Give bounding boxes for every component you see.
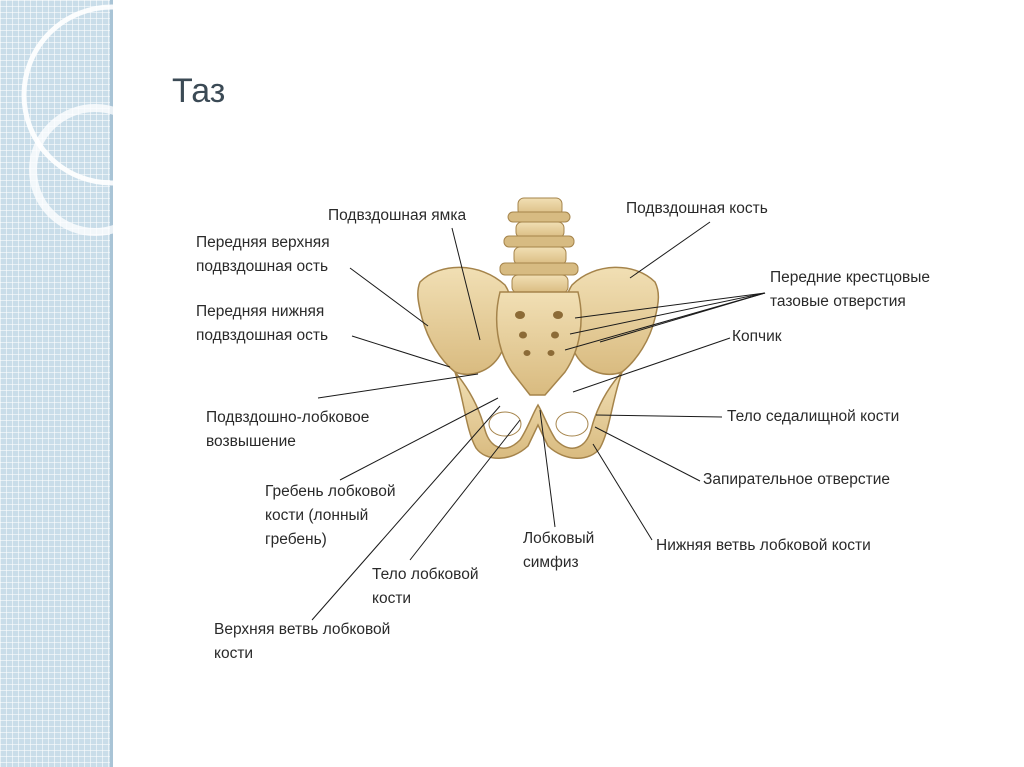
label-pubic-crest-line1: Гребень лобковой [265,483,396,500]
label-asis-line2: подвздошная ость [196,258,329,275]
decorative-ring-large [21,4,203,186]
leader-iliac-fossa [451,227,481,341]
label-pubis-body-line1: Тело лобковой [372,566,479,583]
pubic-arch [454,371,623,459]
leader-obturator-foramen [594,426,701,482]
slide-title: Таз [172,72,226,110]
label-coccyx: Копчик [732,328,782,345]
label-superior-ramus-line2: кости [214,645,254,662]
leader-coccyx [572,337,731,393]
left-iliac-wing [417,266,513,376]
leader-sacral-foramina-1 [574,292,766,319]
label-pubis-body-line2: кости [372,590,412,607]
leader-iliopubic [317,373,479,399]
leader-asis [349,267,429,327]
leader-ischium-body [595,414,723,418]
label-superior-ramus-line1: Верхняя ветвь лобковой [214,621,391,638]
label-ischium-body: Тело седалищной кости [727,408,900,425]
label-symphysis-line2: симфиз [523,554,579,571]
label-inferior-ramus: Нижняя ветвь лобковой кости [656,537,871,554]
left-obturator-foramen [488,411,522,437]
label-iliopubic-line2: возвышение [206,433,296,450]
label-pubic-crest-line2: кости (лонный [265,507,369,524]
lumbar-vertebrae [499,197,579,294]
label-obturator-foramen: Запирательное отверстие [703,471,890,488]
decorative-ring-small [29,104,161,236]
label-asis-line1: Передняя верхняя [196,234,330,251]
right-iliac-wing [564,266,660,376]
label-sacral-foramina-line1: Передние крестцовые [770,269,931,286]
leader-iliac-bone [629,221,711,279]
leader-superior-ramus [311,405,501,621]
label-aiis-line1: Передняя нижняя [196,303,325,320]
leader-pubis-body [409,419,521,561]
leader-inferior-ramus [592,443,653,541]
label-iliac-fossa: Подвздошная ямка [328,207,467,224]
right-obturator-foramen [555,411,589,437]
leader-aiis [351,335,451,368]
label-sacral-foramina-line2: тазовые отверстия [770,293,906,310]
label-iliac-bone: Подвздошная кость [626,200,768,217]
side-band-edge [110,0,113,767]
leader-sacral-foramina-2 [569,292,766,335]
leader-symphysis [539,409,556,528]
label-aiis-line2: подвздошная ость [196,327,329,344]
leader-pubic-crest [339,397,499,481]
label-symphysis-line1: Лобковый [523,530,595,547]
decorative-side-band [0,0,112,767]
sacral-foramina [515,311,563,356]
label-pubic-crest-line3: гребень) [265,531,327,548]
label-iliopubic-line1: Подвздошно-лобковое [206,409,370,426]
leader-sacral-foramina-4 [599,292,766,343]
